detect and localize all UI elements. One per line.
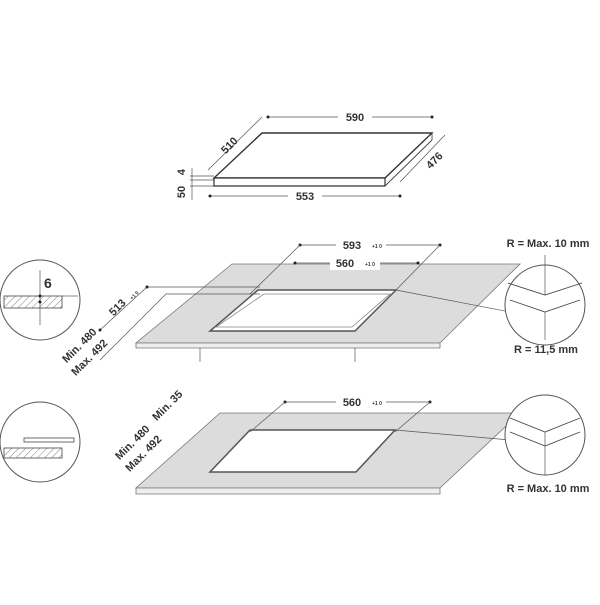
flush-cutout-inner-tol: +1 0: [365, 262, 375, 268]
flush-cutout-depth: 513: [107, 297, 128, 318]
flush-mount-drawing: 593 +1 0 560 +1 0 513 +1 0 Min. 480 Max.…: [0, 237, 590, 378]
flush-cutout-outer-width: 593: [343, 240, 361, 252]
flush-cutout-inner-width: 560: [336, 258, 354, 270]
flush-rebate-depth: 6: [44, 275, 52, 291]
standard-corner-radius: R = Max. 10 mm: [507, 483, 590, 495]
flush-corner-radius-inner: R = 11,5 mm: [514, 344, 578, 356]
hob-width-bottom: 553: [296, 191, 314, 203]
hob-thickness-total: 50: [176, 186, 188, 198]
standard-cutout-width-tol: +1 0: [372, 401, 382, 407]
standard-edge-min: Min. 35: [150, 388, 185, 423]
standard-cutout-width: 560: [343, 397, 361, 409]
hob-drawing: 590 510 476 553 4 50: [176, 110, 446, 203]
flush-cutout-outer-tol: +1 0: [372, 244, 382, 250]
flush-cutout-depth-tol: +1 0: [129, 290, 140, 301]
hob-thickness-top: 4: [176, 168, 188, 175]
hob-depth-left: 510: [219, 135, 240, 156]
hob-width-top: 590: [346, 112, 364, 124]
flush-corner-radius-outer: R = Max. 10 mm: [507, 238, 590, 250]
standard-mount-drawing: 560 +1 0 Min. 35 Min. 480 Max. 492 R = M…: [0, 388, 590, 495]
